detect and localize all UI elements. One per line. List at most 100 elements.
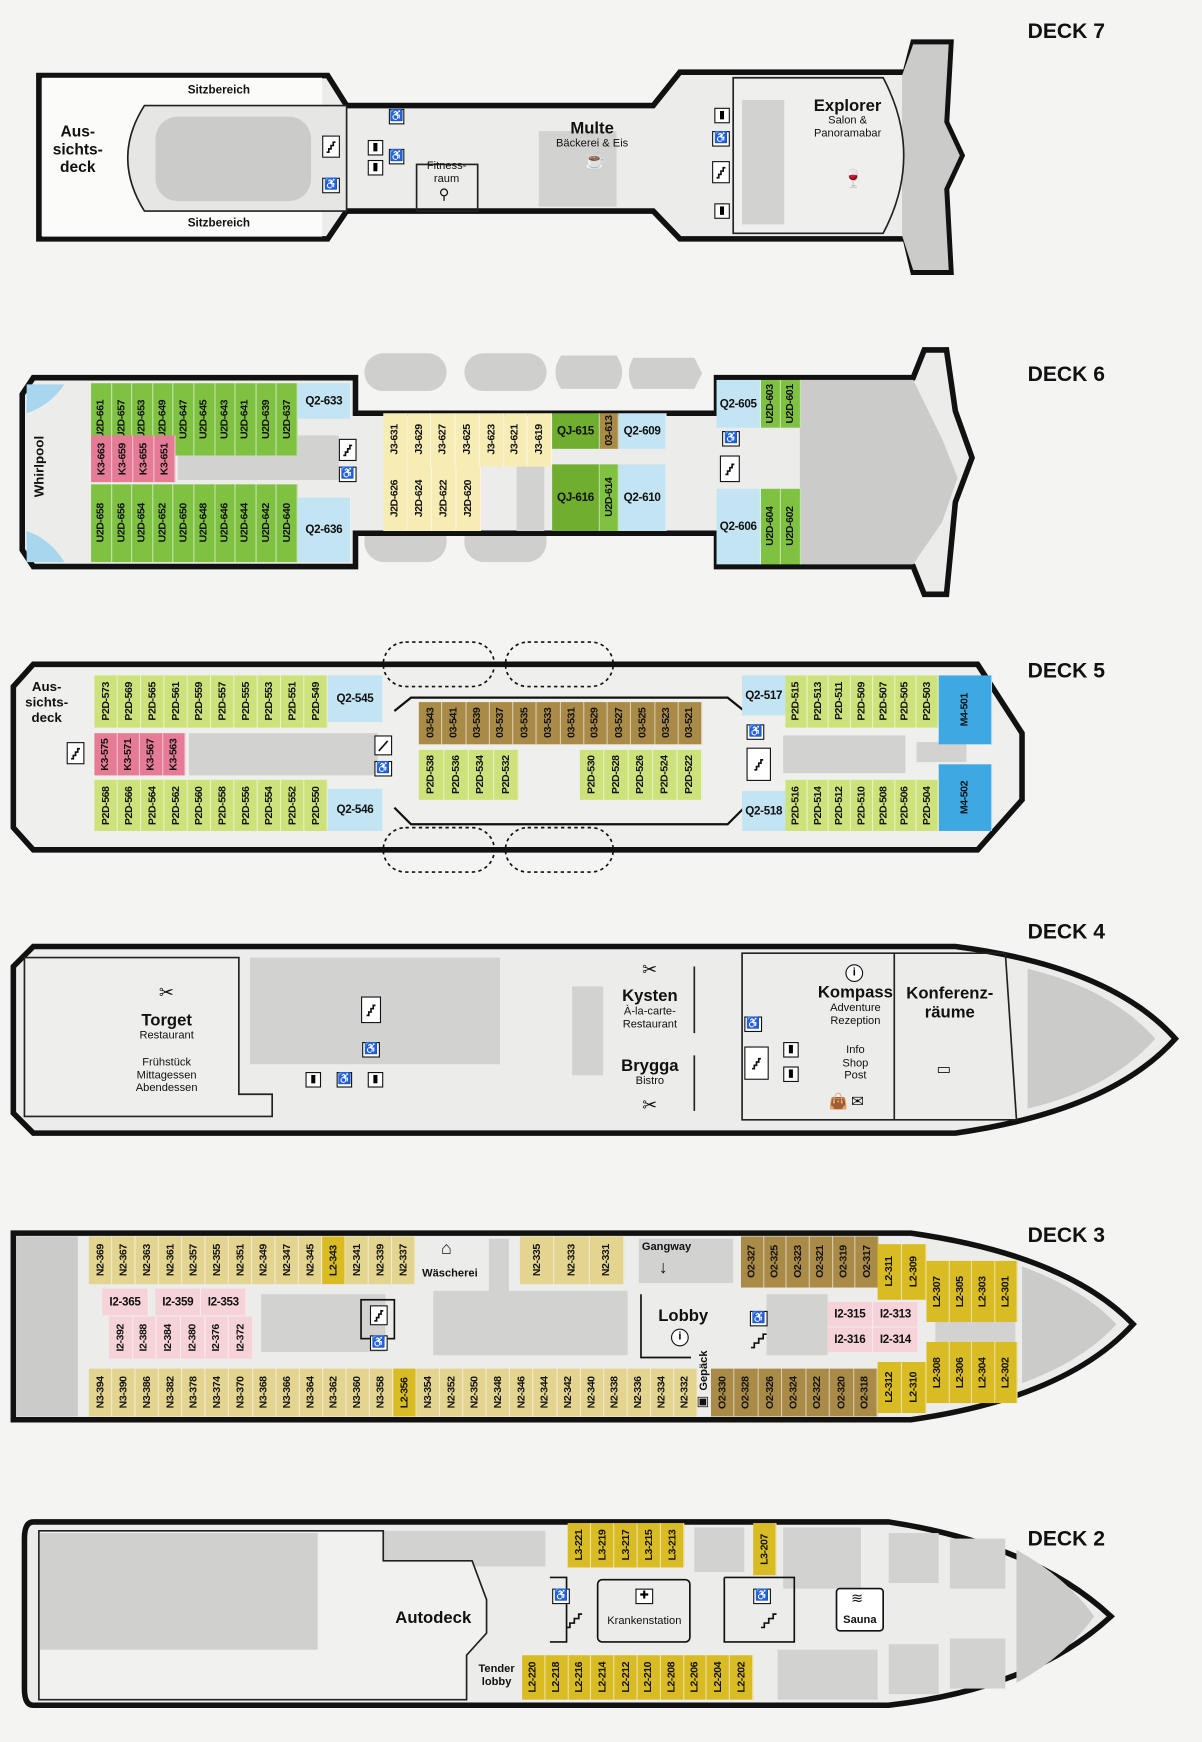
cabin-p2d-506[interactable]: P2D-506 xyxy=(894,779,917,831)
cabin-q2-636[interactable]: Q2-636 xyxy=(297,497,352,563)
cabin-qj-615[interactable]: QJ-615 xyxy=(552,413,600,449)
cabin-o2-321[interactable]: O2-321 xyxy=(809,1236,833,1288)
cabin-p2d-566[interactable]: P2D-566 xyxy=(117,779,142,831)
cabin-03-613[interactable]: 03-613 xyxy=(599,413,619,449)
cabin-j2d-624[interactable]: J2D-624 xyxy=(407,466,433,532)
cabin-u2d-602[interactable]: U2D-602 xyxy=(780,488,801,565)
cabin-j3-627[interactable]: J3-627 xyxy=(431,413,456,467)
cabin-j3-619[interactable]: J3-619 xyxy=(527,413,553,467)
cabin-k3-563[interactable]: K3-563 xyxy=(162,733,186,776)
cabin-p2d-534[interactable]: P2D-534 xyxy=(468,749,494,800)
cabin-u2d-640[interactable]: U2D-640 xyxy=(277,484,298,563)
cabin-l2-312[interactable]: L2-312 xyxy=(877,1361,903,1414)
cabin-p2d-557[interactable]: P2D-557 xyxy=(211,675,235,728)
cabin-n2-349[interactable]: N2-349 xyxy=(252,1236,276,1285)
cabin-i2-359[interactable]: I2-359 xyxy=(155,1288,202,1316)
cabin-u2d-647[interactable]: U2D-647 xyxy=(173,383,195,456)
cabin-p2d-561[interactable]: P2D-561 xyxy=(164,675,188,728)
cabin-n2-331[interactable]: N2-331 xyxy=(589,1236,625,1285)
cabin-l2-214[interactable]: L2-214 xyxy=(591,1655,615,1700)
cabin-n2-339[interactable]: N2-339 xyxy=(368,1236,393,1285)
cabin-n2-361[interactable]: N2-361 xyxy=(158,1236,183,1285)
cabin-p2d-564[interactable]: P2D-564 xyxy=(141,779,165,831)
cabin-p2d-553[interactable]: P2D-553 xyxy=(257,675,282,728)
cabin-n2-347[interactable]: N2-347 xyxy=(275,1236,299,1285)
cabin-p2d-503[interactable]: P2D-503 xyxy=(916,675,939,728)
cabin-p2d-510[interactable]: P2D-510 xyxy=(851,779,873,831)
cabin-u2d-656[interactable]: U2D-656 xyxy=(111,484,133,563)
cabin-q2-633[interactable]: Q2-633 xyxy=(297,383,352,419)
cabin-n2-338[interactable]: N2-338 xyxy=(603,1368,628,1417)
cabin-q2-546[interactable]: Q2-546 xyxy=(327,788,384,831)
cabin-n3-366[interactable]: N3-366 xyxy=(276,1368,300,1417)
cabin-o2-320[interactable]: O2-320 xyxy=(829,1368,854,1417)
cabin-l3-219[interactable]: L3-219 xyxy=(590,1523,615,1568)
cabin-m4-501[interactable]: M4-501 xyxy=(938,675,993,745)
cabin-p2d-569[interactable]: P2D-569 xyxy=(117,675,142,728)
cabin-p2d-511[interactable]: P2D-511 xyxy=(829,675,852,728)
cabin-n2-335[interactable]: N2-335 xyxy=(519,1236,555,1285)
cabin-03-539[interactable]: 03-539 xyxy=(466,702,490,745)
cabin-u2d-652[interactable]: U2D-652 xyxy=(153,484,174,563)
cabin-l2-303[interactable]: L2-303 xyxy=(972,1260,995,1322)
cabin-o2-325[interactable]: O2-325 xyxy=(763,1236,787,1288)
cabin-i2-376[interactable]: I2-376 xyxy=(205,1316,230,1359)
cabin-p2d-560[interactable]: P2D-560 xyxy=(187,779,212,831)
cabin-n3-382[interactable]: N3-382 xyxy=(159,1368,183,1417)
cabin-n2-351[interactable]: N2-351 xyxy=(228,1236,253,1285)
cabin-k3-663[interactable]: K3-663 xyxy=(91,435,113,483)
cabin-03-537[interactable]: 03-537 xyxy=(489,702,514,745)
cabin-u2d-650[interactable]: U2D-650 xyxy=(173,484,195,563)
cabin-n2-341[interactable]: N2-341 xyxy=(345,1236,369,1285)
cabin-o2-330[interactable]: O2-330 xyxy=(710,1368,735,1417)
cabin-n2-357[interactable]: N2-357 xyxy=(182,1236,206,1285)
cabin-j3-621[interactable]: J3-621 xyxy=(503,413,528,467)
cabin-l2-220[interactable]: L2-220 xyxy=(522,1655,546,1700)
cabin-q2-518[interactable]: Q2-518 xyxy=(742,790,787,831)
cabin-j3-631[interactable]: J3-631 xyxy=(383,413,408,467)
cabin-l2-302[interactable]: L2-302 xyxy=(994,1341,1018,1404)
cabin-n2-333[interactable]: N2-333 xyxy=(554,1236,590,1285)
cabin-o2-326[interactable]: O2-326 xyxy=(758,1368,783,1417)
cabin-u2d-646[interactable]: U2D-646 xyxy=(215,484,236,563)
cabin-03-533[interactable]: 03-533 xyxy=(536,702,561,745)
cabin-k3-655[interactable]: K3-655 xyxy=(133,435,155,483)
cabin-n3-394[interactable]: N3-394 xyxy=(88,1368,113,1417)
cabin-p2d-530[interactable]: P2D-530 xyxy=(579,749,605,800)
cabin-p2d-551[interactable]: P2D-551 xyxy=(281,675,305,728)
cabin-q2-609[interactable]: Q2-609 xyxy=(618,413,667,449)
cabin-n3-386[interactable]: N3-386 xyxy=(135,1368,160,1417)
cabin-l2-218[interactable]: L2-218 xyxy=(545,1655,569,1700)
cabin-i2-380[interactable]: I2-380 xyxy=(181,1316,206,1359)
cabin-l2-308[interactable]: L2-308 xyxy=(926,1341,950,1404)
cabin-i2-313[interactable]: I2-313 xyxy=(873,1301,919,1327)
cabin-u2d-644[interactable]: U2D-644 xyxy=(235,484,257,563)
cabin-n2-346[interactable]: N2-346 xyxy=(510,1368,534,1417)
cabin-n2-363[interactable]: N2-363 xyxy=(135,1236,159,1285)
cabin-l3-207[interactable]: L3-207 xyxy=(753,1523,777,1576)
cabin-i2-353[interactable]: I2-353 xyxy=(201,1288,247,1316)
cabin-j2d-626[interactable]: J2D-626 xyxy=(383,466,408,532)
cabin-p2d-507[interactable]: P2D-507 xyxy=(872,675,895,728)
cabin-03-543[interactable]: 03-543 xyxy=(418,702,443,745)
cabin-03-541[interactable]: 03-541 xyxy=(442,702,467,745)
cabin-03-521[interactable]: 03-521 xyxy=(678,702,703,745)
cabin-u2d-642[interactable]: U2D-642 xyxy=(256,484,278,563)
cabin-l2-306[interactable]: L2-306 xyxy=(949,1341,973,1404)
cabin-p2d-550[interactable]: P2D-550 xyxy=(304,779,328,831)
cabin-i2-315[interactable]: I2-315 xyxy=(827,1301,874,1327)
cabin-i2-314[interactable]: I2-314 xyxy=(873,1327,919,1352)
cabin-n2-334[interactable]: N2-334 xyxy=(650,1368,675,1417)
cabin-n2-344[interactable]: N2-344 xyxy=(533,1368,558,1417)
cabin-n2-345[interactable]: N2-345 xyxy=(298,1236,323,1285)
cabin-n3-374[interactable]: N3-374 xyxy=(205,1368,230,1417)
cabin-l3-221[interactable]: L3-221 xyxy=(567,1523,591,1568)
cabin-o2-322[interactable]: O2-322 xyxy=(806,1368,830,1417)
cabin-o2-323[interactable]: O2-323 xyxy=(786,1236,810,1288)
cabin-j3-625[interactable]: J3-625 xyxy=(455,413,480,467)
cabin-n2-332[interactable]: N2-332 xyxy=(674,1368,698,1417)
cabin-q2-605[interactable]: Q2-605 xyxy=(716,379,761,428)
cabin-q2-606[interactable]: Q2-606 xyxy=(716,488,761,565)
cabin-i2-372[interactable]: I2-372 xyxy=(229,1316,254,1359)
cabin-j3-629[interactable]: J3-629 xyxy=(407,413,432,467)
